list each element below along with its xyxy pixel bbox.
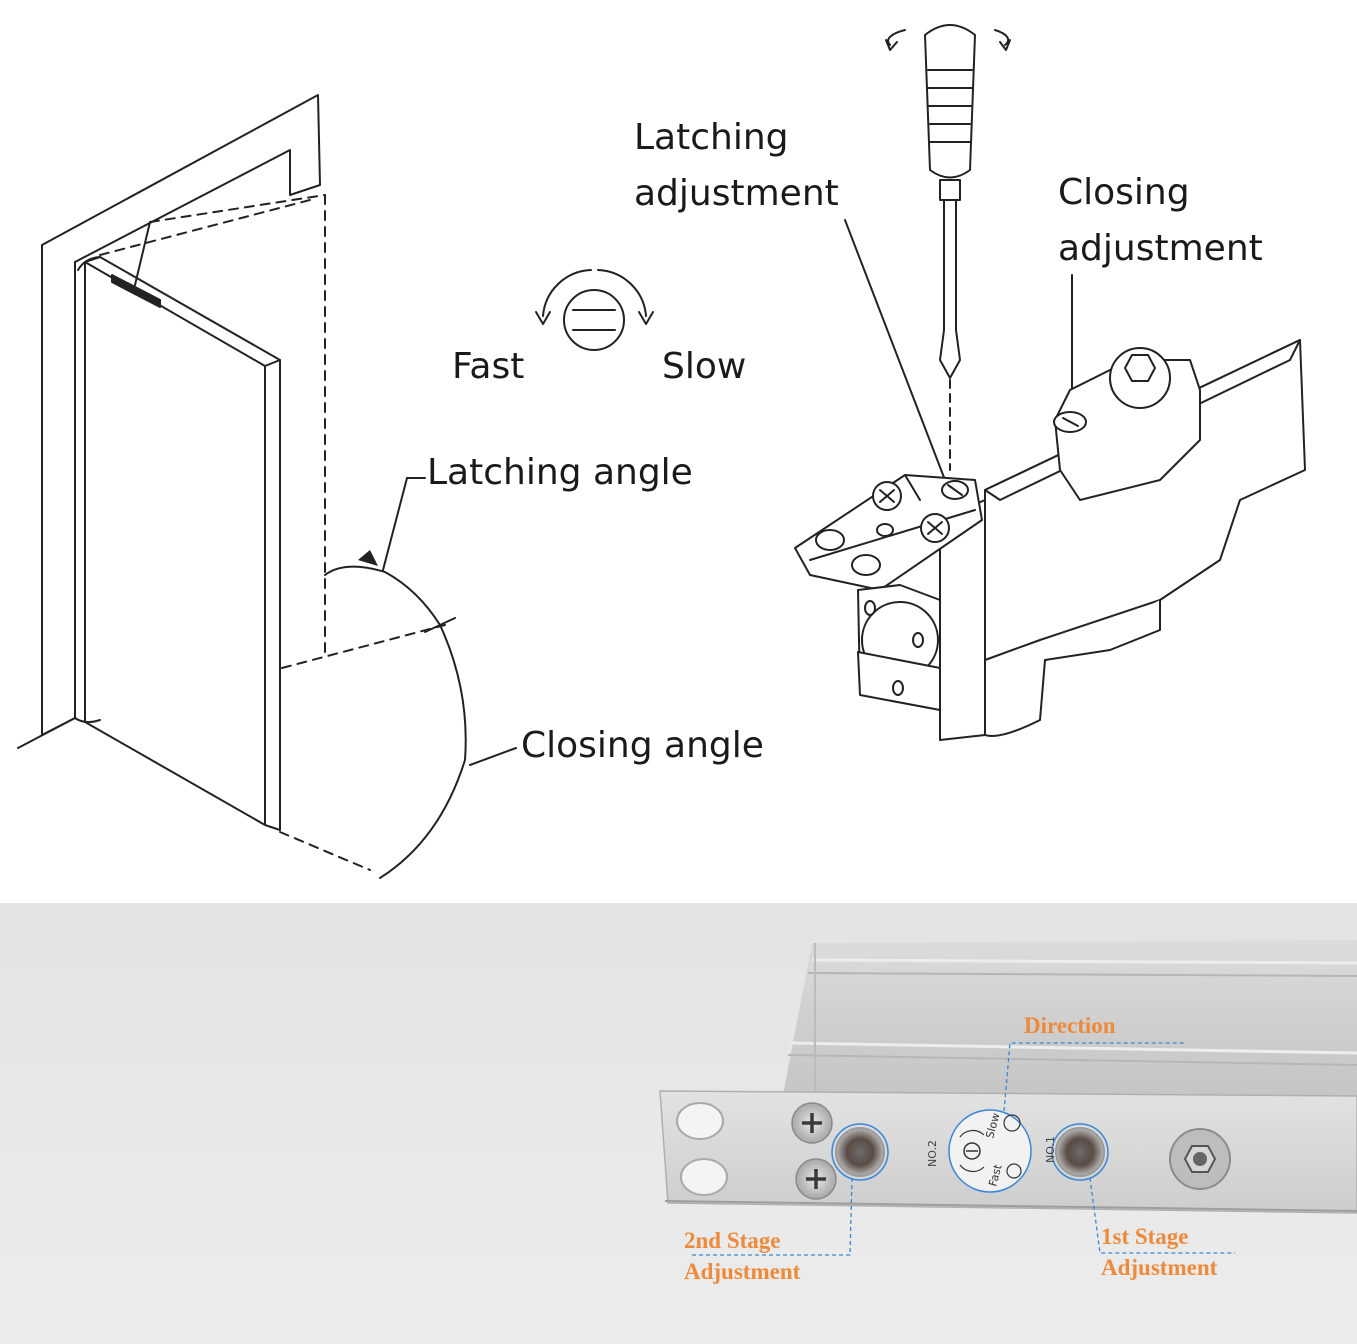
seal-slow-text: Slow	[983, 1112, 1002, 1140]
second-stage-label: 2nd Stage Adjustment	[684, 1228, 801, 1285]
closer-body	[939, 339, 1306, 741]
no1-text: NO.1	[1044, 1136, 1057, 1163]
phillips-screw	[791, 1102, 833, 1144]
rotation-symbol	[535, 269, 654, 351]
mounting-hole	[680, 1158, 728, 1196]
phillips-screw	[795, 1158, 837, 1200]
latching-adjustment-label: Latching adjustment	[634, 117, 839, 214]
direction-seal: Slow Fast	[948, 1109, 1032, 1193]
mounting-hole	[676, 1102, 724, 1140]
valve-no2	[835, 1127, 885, 1177]
closed-door-outline	[99, 194, 446, 871]
leader-lines	[690, 1042, 1235, 1256]
valve-no1	[1055, 1127, 1105, 1177]
latching-angle-label: Latching angle	[427, 452, 693, 493]
hex-nut	[1169, 1128, 1231, 1190]
closing-adjustment-label: Closing adjustment	[1058, 172, 1263, 269]
screwdriver	[885, 24, 1011, 471]
angle-arcs	[324, 477, 517, 879]
rabbit-icon	[1006, 1163, 1022, 1179]
slow-label: Slow	[662, 346, 747, 387]
fast-label: Fast	[452, 346, 525, 387]
mounting-plate	[794, 474, 983, 711]
closer-photo: Slow Fast NO.2 NO.1	[659, 940, 1357, 1256]
direction-label: Direction	[1024, 1013, 1116, 1038]
first-stage-label: 1st Stage Adjustment	[1101, 1224, 1218, 1281]
turtle-icon	[1003, 1114, 1021, 1132]
door-closer-diagram: Latching adjustment Closing adjustment F…	[17, 24, 1306, 879]
product-photo: Slow Fast NO.2 NO.1 Direction 2nd Stage …	[0, 903, 1357, 1344]
closing-angle-label: Closing angle	[521, 725, 764, 766]
latching-adjustment-leader	[844, 219, 946, 481]
door-leaf	[74, 221, 281, 831]
door-frame	[17, 94, 321, 749]
seal-fast-text: Fast	[986, 1162, 1004, 1187]
no2-text: NO.2	[926, 1140, 939, 1167]
line-drawing	[17, 24, 1306, 879]
